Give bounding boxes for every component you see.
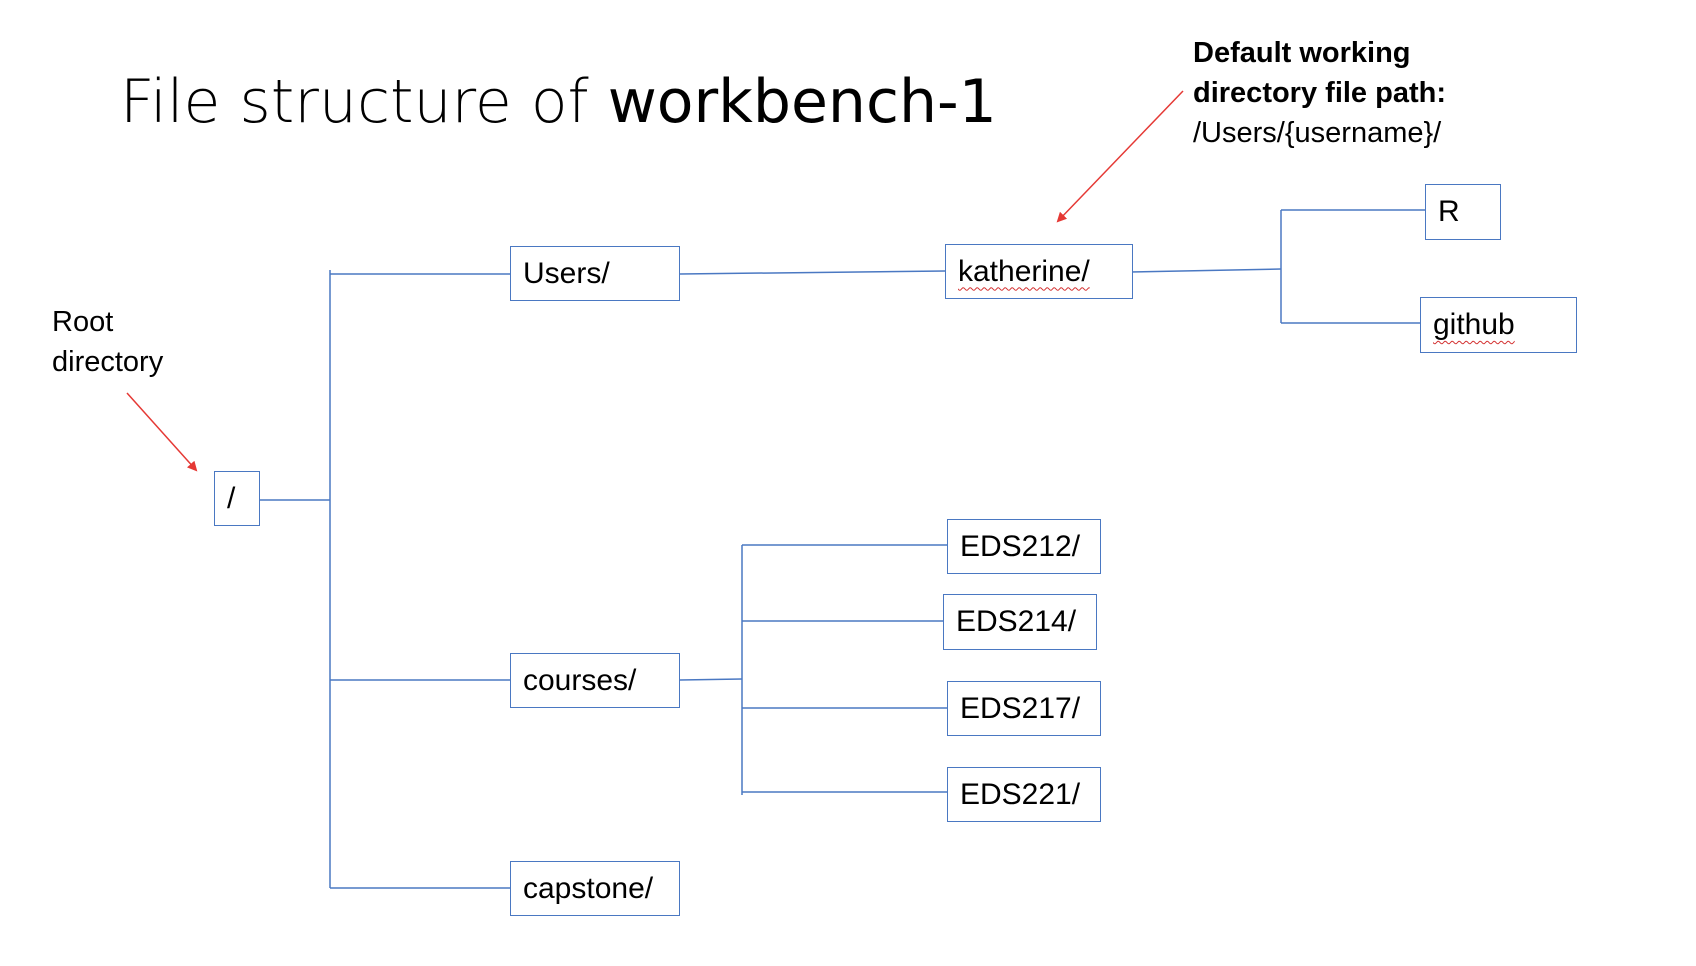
default-dir-annotation-arrow: [1056, 90, 1184, 223]
default-annotation-line1: Default working: [1193, 37, 1411, 69]
annotation-arrows: [126, 90, 1184, 472]
default-annotation-path: /Users/{username}/: [1193, 117, 1442, 149]
connector-lines: [260, 209, 1425, 889]
node-eds217: EDS217/: [947, 681, 1101, 736]
root-directory-annotation: Root directory: [52, 302, 163, 382]
node-katherine: katherine/: [945, 244, 1133, 299]
node-katherine-label: katherine/: [958, 254, 1090, 288]
root-annotation-line2: directory: [52, 346, 164, 378]
node-root: /: [214, 471, 260, 526]
node-eds221: EDS221/: [947, 767, 1101, 822]
connector-users-katherine: [679, 270, 946, 275]
node-r-label: R: [1438, 195, 1460, 228]
node-capstone-label: capstone/: [523, 871, 654, 905]
page-title: File structure of workbench-1: [120, 72, 997, 132]
title-prefix: File structure of: [120, 67, 608, 137]
node-eds217-label: EDS217/: [960, 691, 1081, 725]
node-eds212: EDS212/: [947, 519, 1101, 574]
node-users: Users/: [510, 246, 680, 301]
node-github: github: [1420, 297, 1577, 353]
node-eds214-label: EDS214/: [956, 605, 1077, 638]
default-annotation-line2: directory file path:: [1193, 77, 1446, 109]
root-annotation-line1: Root: [52, 306, 114, 338]
node-courses-label: courses/: [523, 663, 637, 697]
node-eds221-label: EDS221/: [960, 777, 1081, 811]
node-r: R: [1425, 184, 1501, 240]
root-annotation-arrow: [126, 392, 198, 472]
title-emphasis: workbench-1: [607, 67, 997, 137]
connector-courses-branch: [679, 678, 743, 681]
node-github-label: github: [1433, 308, 1515, 341]
node-courses: courses/: [510, 653, 680, 708]
node-eds212-label: EDS212/: [960, 529, 1081, 563]
default-directory-annotation: Default working directory file path: /Us…: [1193, 33, 1446, 153]
node-users-label: Users/: [523, 256, 610, 290]
node-capstone: capstone/: [510, 861, 680, 916]
connector-katherine-branch: [1129, 268, 1282, 273]
node-root-label: /: [227, 481, 236, 515]
node-eds214: EDS214/: [943, 594, 1097, 650]
